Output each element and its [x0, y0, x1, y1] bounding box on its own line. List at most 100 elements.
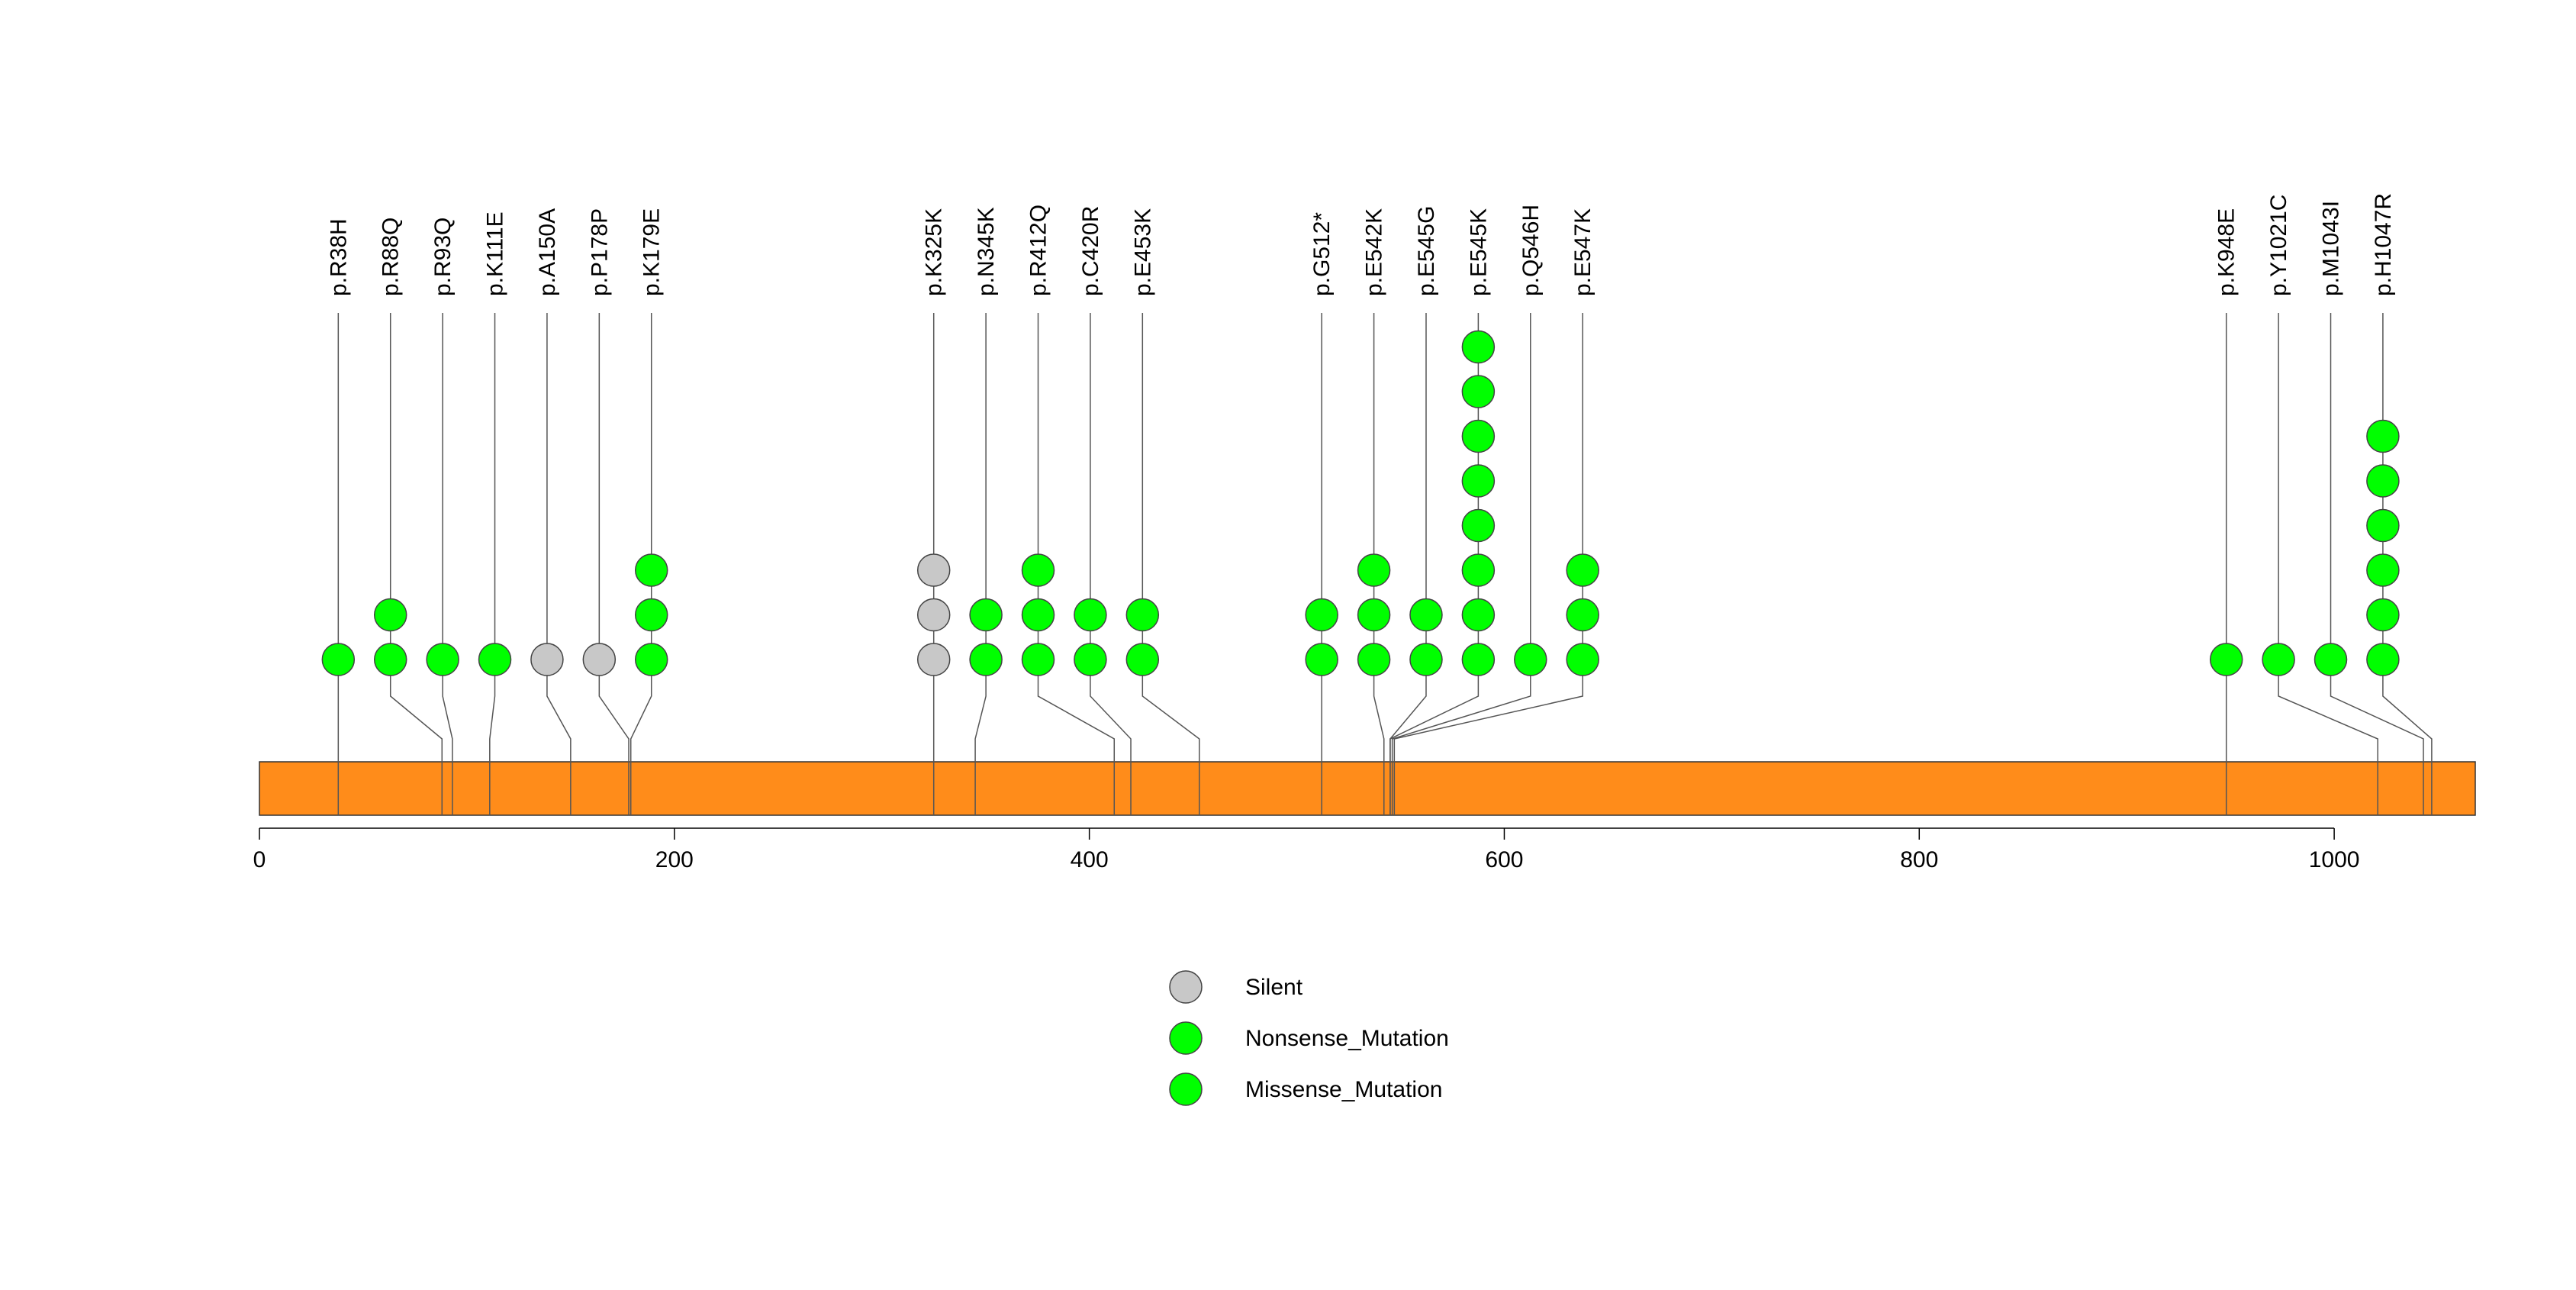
mutation-labels: p.R38H p.R88Q p.R93Q p.K111E p.A150A p.P178P p… [326, 193, 2396, 296]
mutation-connector [974, 660, 987, 815]
position-anchor-lines [337, 660, 2433, 815]
mutation-label: p.K325K [922, 208, 947, 296]
x-tick-label: 400 [1071, 847, 1109, 872]
mutation-connector [598, 660, 630, 815]
mutation-dot [1461, 419, 1496, 453]
mutation-dot [1461, 598, 1496, 632]
mutation-dot [321, 643, 356, 676]
mutation-dot [1021, 643, 1055, 676]
legend-label: Nonsense_Mutation [1245, 1026, 1449, 1051]
mutation-dot [1514, 643, 1547, 676]
mutation-dot [1566, 643, 1599, 676]
mutation-dot [1461, 508, 1496, 543]
mutation-label: p.R93Q [430, 218, 456, 296]
mutation-dot [1074, 598, 1107, 632]
mutation-label: p.E542K [1362, 208, 1387, 296]
protein-domain-bar [259, 761, 2476, 816]
mutation-dot [1461, 330, 1496, 364]
mutation-dot [582, 643, 617, 676]
mutation-label: p.K948E [2214, 208, 2240, 296]
mutation-label: p.K111E [483, 211, 508, 296]
x-tick-label: 200 [655, 847, 694, 872]
mutation-dot [1566, 553, 1599, 587]
mutation-dot [1461, 643, 1496, 676]
mutation-dot [2366, 464, 2400, 498]
legend-swatch [1169, 970, 1203, 1004]
mutation-connector [1391, 660, 1531, 815]
mutation-label: p.M1043I [2319, 201, 2344, 296]
mutation-dot [426, 643, 459, 676]
x-tick-label: 1000 [2309, 847, 2360, 872]
mutation-connector [1037, 660, 1116, 815]
mutation-dot [2366, 598, 2400, 632]
mutation-connector [1393, 660, 1583, 815]
mutation-dots [321, 330, 2400, 676]
mutation-dot [1021, 553, 1055, 587]
mutation-dot [2262, 643, 2295, 676]
mutation-label: p.C420R [1078, 206, 1103, 296]
x-tick-label: 800 [1900, 847, 1938, 872]
mutation-dot [916, 598, 951, 632]
legend-label: Silent [1245, 975, 1303, 1000]
mutation-dot [916, 553, 951, 587]
mutation-connector [489, 660, 496, 815]
mutation-connector [2382, 660, 2433, 815]
mutation-dot [373, 598, 407, 632]
mutation-dot [634, 643, 668, 676]
mutation-dot [1461, 464, 1496, 498]
mutation-dot [2366, 419, 2400, 453]
mutation-label: p.E547K [1570, 208, 1596, 296]
legend-swatch [1169, 1021, 1203, 1055]
mutation-dot [1357, 598, 1391, 632]
mutation-dot [530, 643, 564, 676]
mutation-dot [1357, 643, 1391, 676]
mutation-connector [389, 660, 443, 815]
mutation-dot [1409, 643, 1443, 676]
legend-swatch [1169, 1072, 1203, 1106]
mutation-dot [969, 598, 1003, 632]
mutation-dot [478, 643, 512, 676]
mutation-dot [1461, 375, 1496, 408]
mutation-dot [1461, 553, 1496, 587]
mutation-dot [1125, 598, 1160, 632]
mutation-connector [442, 660, 453, 815]
mutation-connector [1373, 660, 1385, 815]
mutation-dot [2209, 643, 2243, 676]
mutation-label: p.H1047R [2371, 193, 2396, 296]
mutation-dot [1305, 643, 1338, 676]
mutation-label: p.R412Q [1026, 205, 1051, 296]
mutation-dot [1021, 598, 1055, 632]
mutation-connector [546, 660, 572, 815]
mutation-label: p.Y1021C [2266, 195, 2291, 296]
mutation-dot [2366, 553, 2400, 587]
mutation-label: p.E545G [1414, 206, 1439, 296]
legend-label: Missense_Mutation [1245, 1077, 1442, 1102]
mutation-dot [1409, 598, 1443, 632]
mutation-dot [916, 643, 951, 676]
mutation-label: p.Q546H [1518, 205, 1544, 296]
mutation-dot [1125, 643, 1160, 676]
mutation-dot [2314, 643, 2348, 676]
mutation-dot [969, 643, 1003, 676]
mutation-label: p.E545K [1466, 208, 1491, 296]
mutation-dot [2366, 508, 2400, 543]
mutation-label: p.P178P [587, 208, 612, 296]
mutation-connector [2330, 660, 2424, 815]
mutation-label: p.N345K [974, 207, 999, 296]
mutation-dot [1357, 553, 1391, 587]
mutation-label: p.R88Q [378, 218, 404, 296]
mutation-label: p.A150A [535, 208, 560, 296]
mutation-dot [1074, 643, 1107, 676]
mutation-dot [1305, 598, 1338, 632]
mutation-connector [1141, 660, 1200, 815]
mutation-dot [373, 643, 407, 676]
mutation-label: p.E453K [1130, 208, 1155, 296]
mutation-dot [1566, 598, 1599, 632]
mutation-connector [1389, 660, 1480, 815]
mutation-dot [634, 598, 668, 632]
mutation-label: p.K179E [639, 208, 665, 296]
mutation-label: p.R38H [326, 218, 351, 296]
